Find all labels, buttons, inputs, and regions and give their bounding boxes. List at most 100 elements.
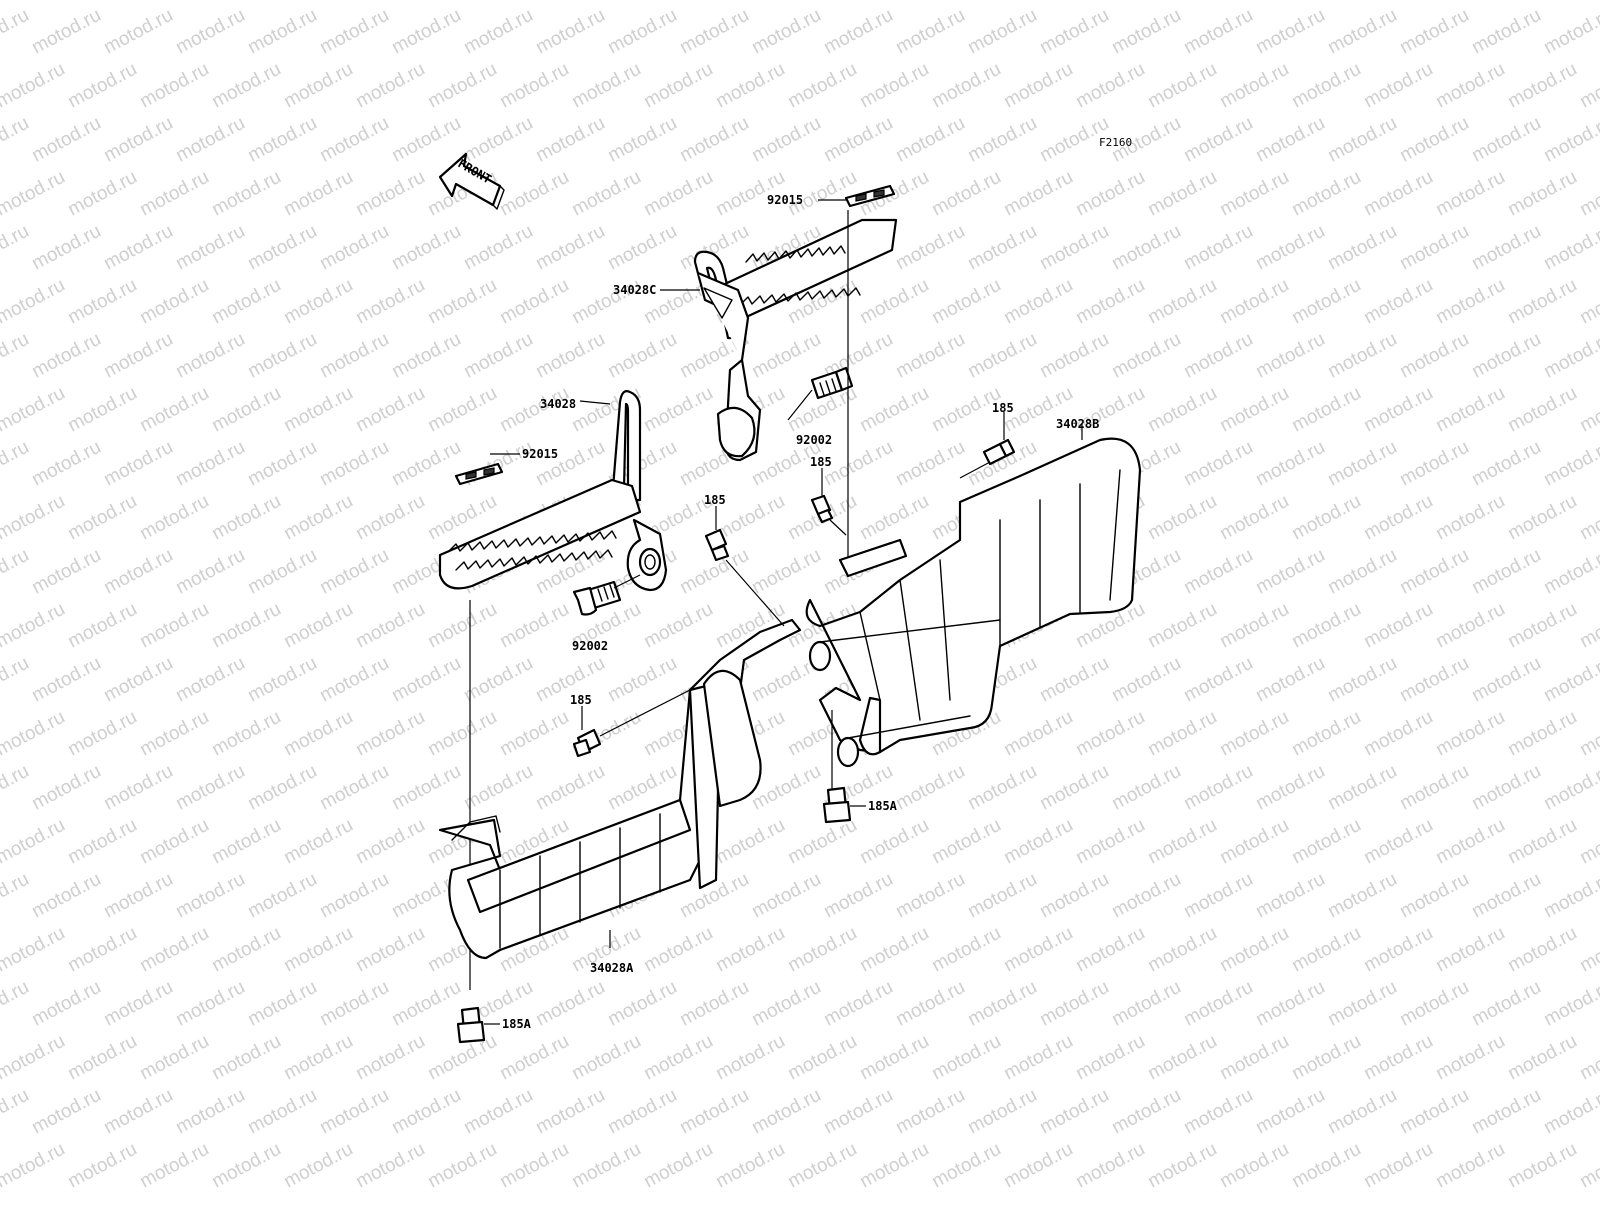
watermark-text: motod.ru (100, 113, 176, 167)
watermark-text: motod.ru (1216, 167, 1292, 221)
watermark-text: motod.ru (244, 437, 320, 491)
watermark-text: motod.ru (712, 923, 788, 977)
watermark-text: motod.ru (0, 707, 69, 761)
watermark-text: motod.ru (1000, 707, 1076, 761)
watermark-text: motod.ru (316, 113, 392, 167)
watermark-text: motod.ru (820, 113, 896, 167)
watermark-text: motod.ru (1396, 761, 1472, 815)
watermark-text: motod.ru (136, 275, 212, 329)
watermark-text: motod.ru (1036, 977, 1112, 1031)
label-bolt-185-c: 185 (704, 493, 726, 507)
watermark-text: motod.ru (1036, 5, 1112, 59)
watermark-text: motod.ru (1144, 275, 1220, 329)
watermark-text: motod.ru (172, 869, 248, 923)
watermark-text: motod.ru (640, 1031, 716, 1085)
watermark-text: motod.ru (64, 599, 140, 653)
watermark-text: motod.ru (892, 1085, 968, 1139)
watermark-text: motod.ru (460, 113, 536, 167)
watermark-text: motod.ru (1180, 653, 1256, 707)
bolt-185a-right-drawing (822, 786, 852, 824)
watermark-text: motod.ru (1360, 383, 1436, 437)
watermark-text: motod.ru (496, 59, 572, 113)
watermark-text: motod.ru (352, 59, 428, 113)
watermark-text: motod.ru (316, 545, 392, 599)
watermark-text: motod.ru (244, 1085, 320, 1139)
watermark-text: motod.ru (496, 1139, 572, 1193)
watermark-text: motod.ru (1576, 707, 1600, 761)
watermark-text: motod.ru (388, 761, 464, 815)
watermark-text: motod.ru (208, 707, 284, 761)
watermark-text: motod.ru (28, 437, 104, 491)
watermark-text: motod.ru (640, 923, 716, 977)
figure-code: F2160 (1099, 136, 1132, 149)
bolt-185-mid-drawing (810, 494, 834, 524)
watermark-text: motod.ru (1288, 1031, 1364, 1085)
watermark-text: motod.ru (1216, 923, 1292, 977)
watermark-text: motod.ru (964, 5, 1040, 59)
watermark-text: motod.ru (1576, 923, 1600, 977)
watermark-text: motod.ru (892, 5, 968, 59)
watermark-text: motod.ru (460, 329, 536, 383)
watermark-text: motod.ru (1072, 59, 1148, 113)
watermark-text: motod.ru (1504, 707, 1580, 761)
watermark-text: motod.ru (244, 5, 320, 59)
watermark-text: motod.ru (1396, 653, 1472, 707)
watermark-text: motod.ru (100, 545, 176, 599)
watermark-text: motod.ru (0, 761, 33, 815)
watermark-text: motod.ru (244, 869, 320, 923)
watermark-text: motod.ru (0, 275, 69, 329)
bolt-92002-lower-drawing (572, 580, 622, 616)
watermark-text: motod.ru (1288, 491, 1364, 545)
watermark-text: motod.ru (928, 167, 1004, 221)
watermark-text: motod.ru (1252, 545, 1328, 599)
watermark-text: motod.ru (676, 5, 752, 59)
watermark-text: motod.ru (352, 383, 428, 437)
watermark-text: motod.ru (1180, 977, 1256, 1031)
watermark-text: motod.ru (1504, 599, 1580, 653)
watermark-text: motod.ru (0, 1031, 69, 1085)
watermark-text: motod.ru (568, 0, 644, 4)
watermark-text: motod.ru (1144, 0, 1220, 4)
watermark-text: motod.ru (28, 221, 104, 275)
watermark-text: motod.ru (1576, 275, 1600, 329)
watermark-text: motod.ru (640, 167, 716, 221)
watermark-text: motod.ru (172, 1085, 248, 1139)
watermark-text: motod.ru (0, 491, 69, 545)
watermark-text: motod.ru (856, 815, 932, 869)
watermark-text: motod.ru (280, 59, 356, 113)
watermark-text: motod.ru (1288, 815, 1364, 869)
watermark-text: motod.ru (1144, 599, 1220, 653)
watermark-text: motod.ru (1324, 221, 1400, 275)
watermark-text: motod.ru (244, 977, 320, 1031)
watermark-text: motod.ru (928, 59, 1004, 113)
watermark-text: motod.ru (1108, 1085, 1184, 1139)
watermark-text: motod.ru (1468, 545, 1544, 599)
watermark-text: motod.ru (280, 815, 356, 869)
watermark-text: motod.ru (928, 923, 1004, 977)
watermark-text: motod.ru (1396, 977, 1472, 1031)
watermark-text: motod.ru (0, 869, 33, 923)
watermark-text: motod.ru (1288, 1139, 1364, 1193)
watermark-text: motod.ru (1576, 491, 1600, 545)
watermark-text: motod.ru (1216, 383, 1292, 437)
watermark-text: motod.ru (460, 221, 536, 275)
watermark-text: motod.ru (1144, 383, 1220, 437)
watermark-text: motod.ru (1540, 329, 1600, 383)
watermark-text: motod.ru (964, 113, 1040, 167)
watermark-text: motod.ru (712, 815, 788, 869)
watermark-text: motod.ru (496, 707, 572, 761)
watermark-text: motod.ru (1324, 5, 1400, 59)
watermark-text: motod.ru (1432, 815, 1508, 869)
watermark-text: motod.ru (892, 329, 968, 383)
watermark-text: motod.ru (172, 221, 248, 275)
watermark-text: motod.ru (532, 761, 608, 815)
watermark-text: motod.ru (676, 113, 752, 167)
watermark-text: motod.ru (1576, 599, 1600, 653)
watermark-text: motod.ru (1504, 491, 1580, 545)
watermark-text: motod.ru (316, 437, 392, 491)
watermark-text: motod.ru (1504, 167, 1580, 221)
watermark-text: motod.ru (28, 869, 104, 923)
watermark-text: motod.ru (532, 221, 608, 275)
watermark-text: motod.ru (136, 0, 212, 4)
watermark-text: motod.ru (1396, 437, 1472, 491)
